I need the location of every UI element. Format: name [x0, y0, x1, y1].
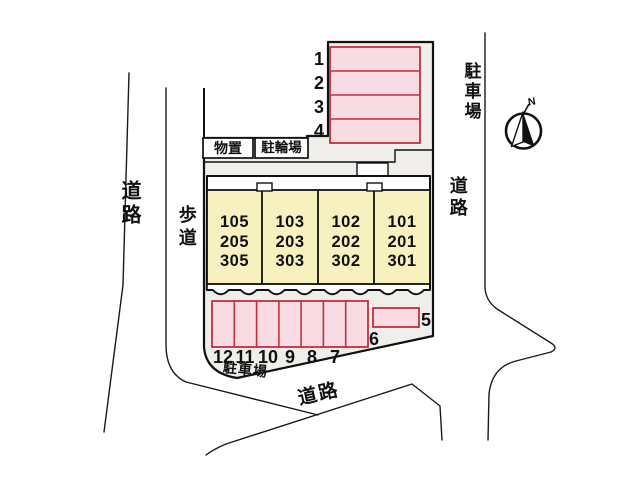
- bicycle-parking-box: [254, 137, 309, 159]
- space-number-9: 9: [284, 347, 295, 367]
- fence-line: [204, 149, 432, 163]
- space-number-8: 8: [306, 347, 317, 367]
- parking-block-bottom: [211, 300, 369, 348]
- space-number-3: 3: [313, 97, 324, 117]
- space-number-10: 10: [257, 347, 279, 367]
- space-number-4: 4: [313, 121, 324, 141]
- storage-label: 物置: [214, 139, 242, 156]
- compass-tick: [523, 103, 530, 114]
- sidewalk-label: 歩道: [176, 205, 197, 251]
- road-left-label: 道路: [118, 180, 140, 228]
- road-right-label: 道路: [447, 176, 468, 220]
- sidewalk-edge: [165, 87, 319, 416]
- parking-stall-5: [372, 307, 420, 328]
- space-number-6: 6: [369, 329, 380, 349]
- stair-tab-right: [366, 182, 383, 192]
- entrance-block: [356, 162, 389, 177]
- storage-box: [202, 137, 254, 159]
- stair-tab-left: [256, 182, 273, 192]
- road-bottom-south-edge: [205, 383, 443, 456]
- road-left-edge: [103, 72, 130, 433]
- north-compass: [504, 103, 543, 150]
- space-number-12: 12: [212, 347, 234, 367]
- space-number-11: 11: [235, 347, 255, 367]
- space-number-1: 1: [313, 49, 324, 69]
- road-right-east-edge: [484, 32, 556, 441]
- space-number-2: 2: [313, 73, 324, 93]
- bicycle-parking-label: 駐輪場: [261, 140, 302, 156]
- space-number-5: 5: [421, 310, 432, 330]
- space-number-7: 7: [329, 347, 340, 367]
- parking-top-label: 駐車場: [461, 62, 481, 122]
- compass-needle-right: [523, 112, 535, 147]
